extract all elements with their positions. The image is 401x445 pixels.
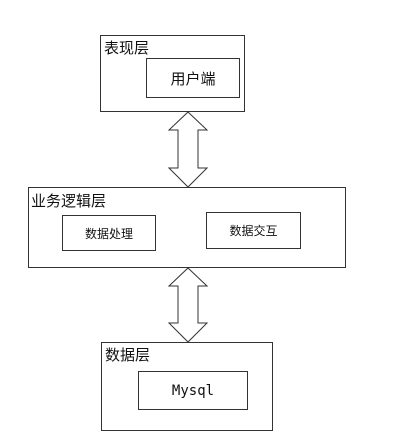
business-layer: 业务逻辑层 数据处理 数据交互	[28, 187, 346, 268]
mysql-box: Mysql	[138, 371, 248, 410]
data-interaction-box: 数据交互	[206, 212, 301, 249]
data-layer: 数据层 Mysql	[101, 342, 273, 431]
data-processing-box: 数据处理	[62, 215, 156, 251]
double-arrow-top	[167, 111, 209, 188]
client-box: 用户端	[146, 58, 240, 98]
data-layer-title: 数据层	[105, 346, 151, 364]
presentation-layer: 表现层 用户端	[100, 35, 245, 112]
presentation-layer-title: 表现层	[104, 39, 150, 57]
business-layer-title: 业务逻辑层	[31, 192, 107, 210]
double-arrow-bottom	[167, 267, 209, 343]
